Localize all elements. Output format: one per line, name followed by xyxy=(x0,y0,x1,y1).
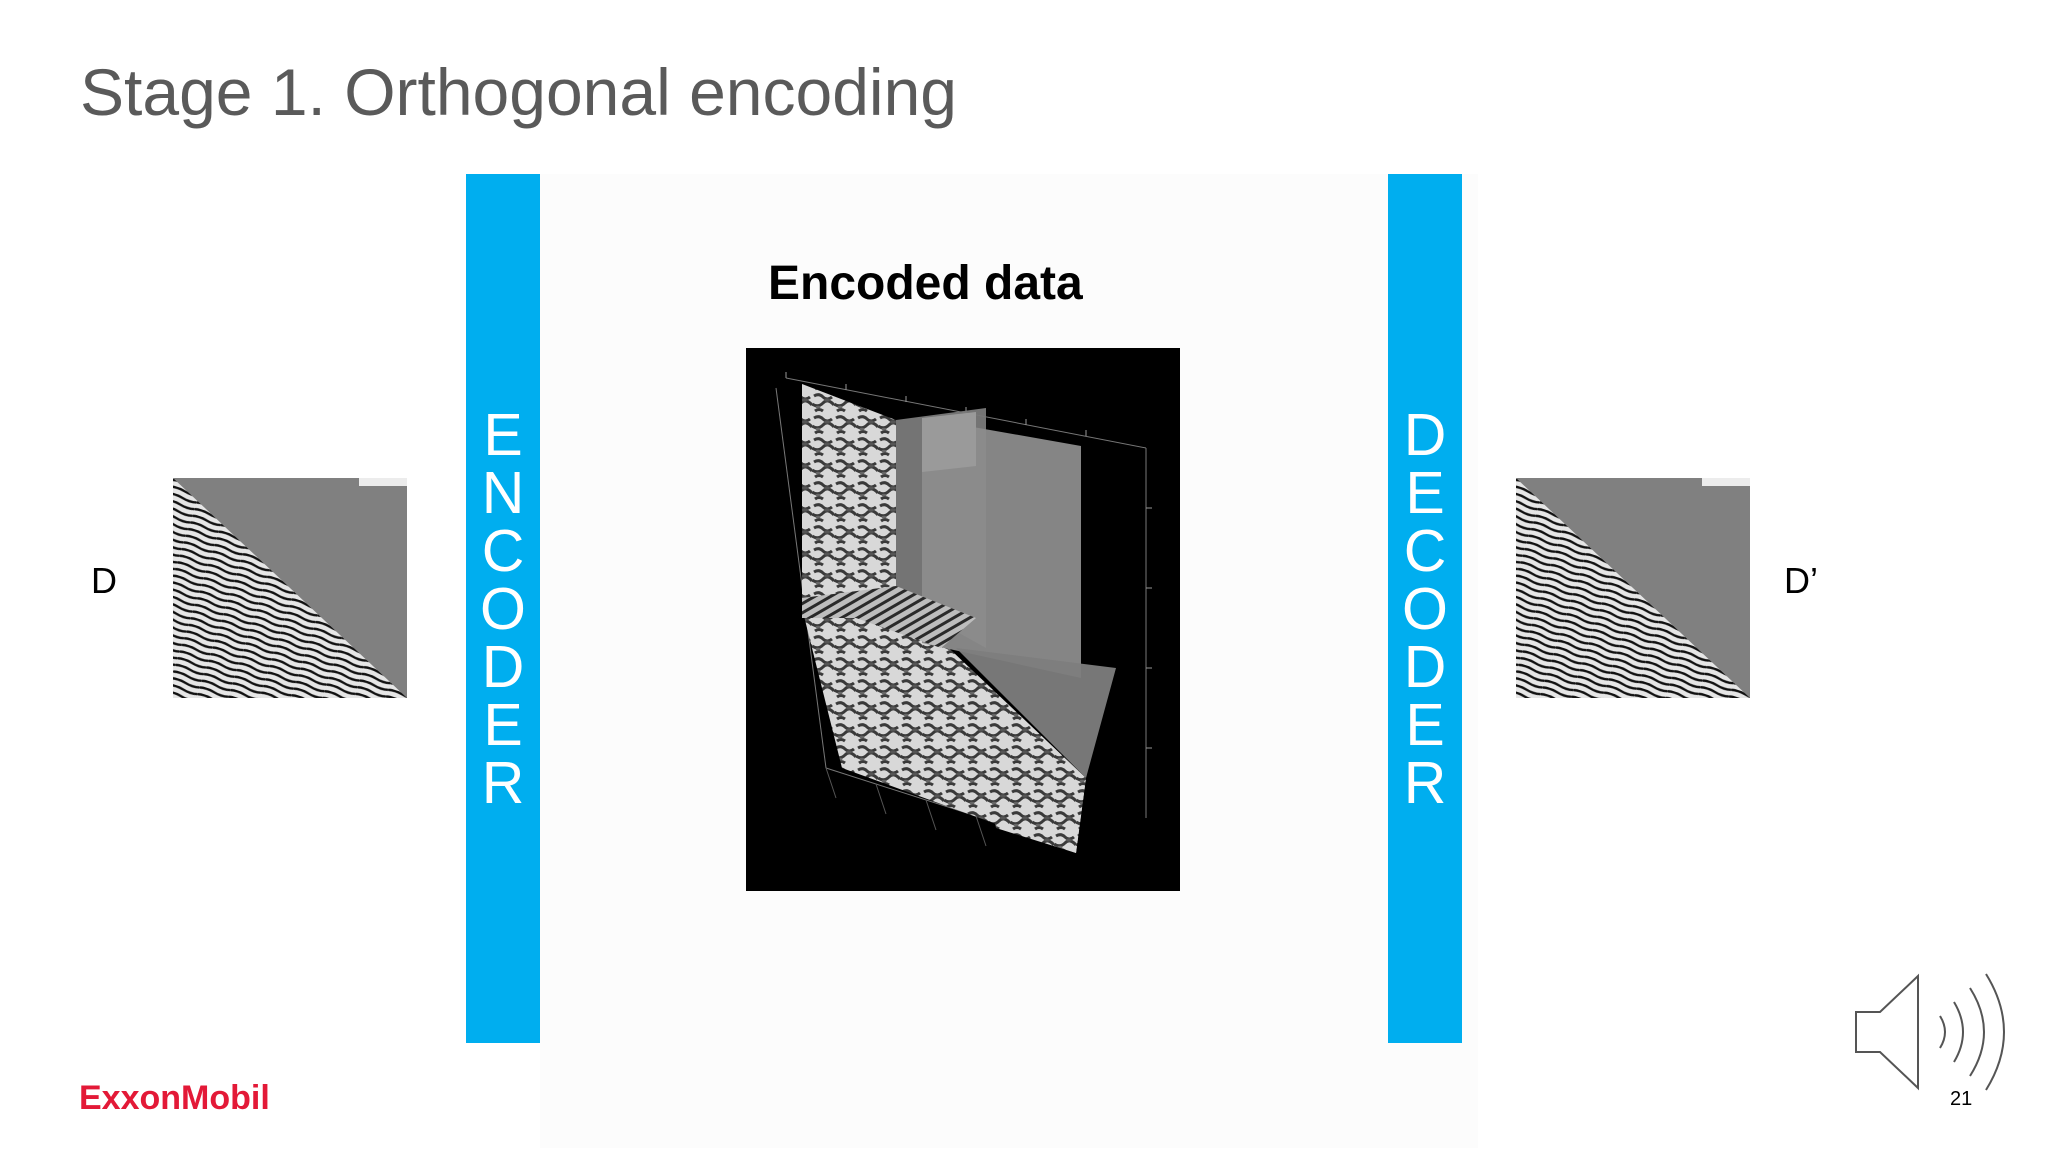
decoder-letter: E xyxy=(1405,691,1445,758)
logo-text: ExxonMobil xyxy=(79,1079,270,1117)
input-data-thumbnail xyxy=(173,478,407,698)
exxonmobil-logo: ExxonMobil xyxy=(79,1075,279,1119)
encoder-letter: E xyxy=(483,691,523,758)
encoder-letter: C xyxy=(481,517,525,584)
decoder-letter: C xyxy=(1403,517,1447,584)
speaker-icon[interactable] xyxy=(1852,970,2006,1094)
input-label: D xyxy=(91,560,117,601)
slide-title: Stage 1. Orthogonal encoding xyxy=(80,55,957,129)
output-label: D’ xyxy=(1784,560,1818,601)
decoder-letter: R xyxy=(1403,749,1447,816)
encoder-letter: D xyxy=(481,633,525,700)
encoder-letter: O xyxy=(480,575,526,642)
encoded-data-label: Encoded data xyxy=(768,257,1083,310)
decoder-letter: D xyxy=(1403,401,1447,468)
decoder-letter: E xyxy=(1405,459,1445,526)
decoder-letter: D xyxy=(1403,633,1447,700)
encoder-letter: E xyxy=(483,401,523,468)
encoded-data-image xyxy=(746,348,1180,891)
decoder-letter: O xyxy=(1402,575,1448,642)
page-number: 21 xyxy=(1950,1088,1973,1110)
output-data-thumbnail xyxy=(1516,478,1750,698)
encoder-letter: N xyxy=(481,459,525,526)
encoder-letter: R xyxy=(481,749,525,816)
